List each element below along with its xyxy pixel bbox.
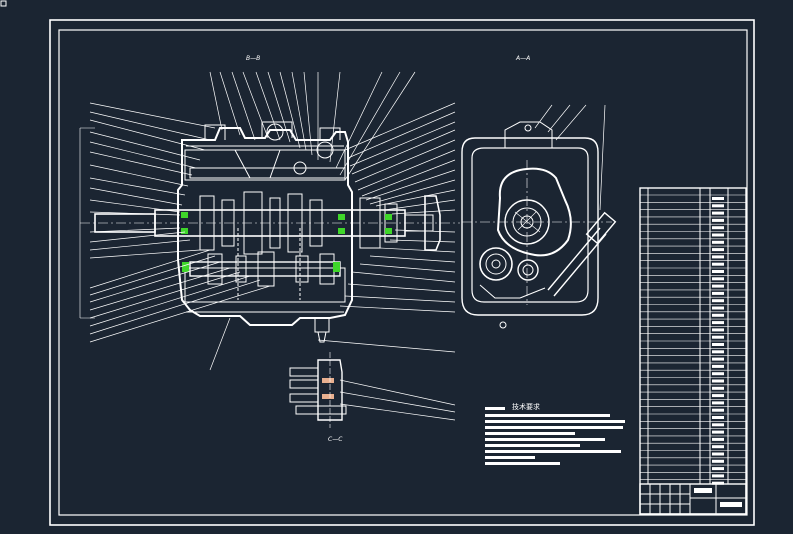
parts-list-cell-mark	[712, 313, 724, 317]
parts-list-cell-mark	[712, 270, 724, 273]
parts-list-cell-mark	[712, 437, 724, 441]
parts-list-cell-mark	[712, 218, 724, 222]
section-cc-view	[289, 352, 456, 428]
section-aa-view	[461, 104, 617, 329]
parts-list-cell-mark	[712, 335, 724, 339]
parts-list-cell-mark	[712, 467, 724, 471]
parts-list-cell-mark	[712, 299, 724, 303]
title-block	[639, 483, 747, 515]
parts-list-cell-mark	[712, 416, 724, 419]
parts-list-cell-mark	[712, 211, 724, 215]
parts-list-cell-mark	[712, 459, 724, 463]
sheet-outer-border	[49, 19, 755, 526]
parts-list-cell-mark	[712, 386, 724, 390]
parts-list-cell-mark	[712, 306, 724, 310]
parts-list-cell-mark	[712, 343, 724, 346]
parts-list-cell-mark	[712, 408, 724, 412]
parts-list-cell-mark	[712, 394, 724, 398]
parts-list-cell-mark	[712, 255, 724, 259]
parts-list-cell-mark	[712, 240, 724, 244]
section-cc-label: C—C	[328, 436, 343, 443]
parts-list-cell-mark	[712, 328, 724, 332]
parts-list-cell-mark	[712, 226, 724, 230]
bearing-highlights	[181, 212, 392, 272]
parts-list-cell-mark	[712, 474, 724, 478]
parts-list-cell-mark	[712, 248, 724, 252]
parts-list-cell-mark	[712, 364, 724, 368]
parts-list-cell-mark	[712, 197, 724, 200]
parts-list-cell-mark	[712, 401, 724, 405]
parts-list-cell-mark	[712, 430, 724, 434]
parts-list-cell-mark	[712, 423, 724, 427]
parts-list-cell-mark	[712, 445, 724, 449]
notes-block	[485, 407, 625, 465]
parts-list-cell-mark	[712, 262, 724, 266]
parts-list-cell-mark	[712, 204, 724, 208]
section-aa-label: A—A	[516, 55, 531, 62]
notes-title: 技术要求	[512, 403, 540, 411]
parts-list-cell-mark	[712, 357, 724, 361]
parts-list-cell-mark	[712, 350, 724, 354]
parts-list-rows	[640, 194, 746, 485]
leader-lines-bb	[89, 71, 456, 371]
parts-list-cell-mark	[712, 372, 724, 376]
parts-list-cell-mark	[712, 277, 724, 281]
section-bb-label: B—B	[246, 55, 261, 62]
parts-list-cell-mark	[712, 291, 724, 295]
sheet-inner-border	[58, 29, 748, 516]
square-icon	[0, 0, 7, 7]
parts-list-cell-mark	[712, 284, 724, 288]
parts-list-cell-mark	[712, 321, 724, 325]
parts-list-cell-mark	[712, 379, 724, 383]
parts-list-cell-mark	[712, 233, 724, 237]
parts-list-cell-mark	[712, 452, 724, 456]
parts-list-cell-mark	[712, 481, 724, 485]
